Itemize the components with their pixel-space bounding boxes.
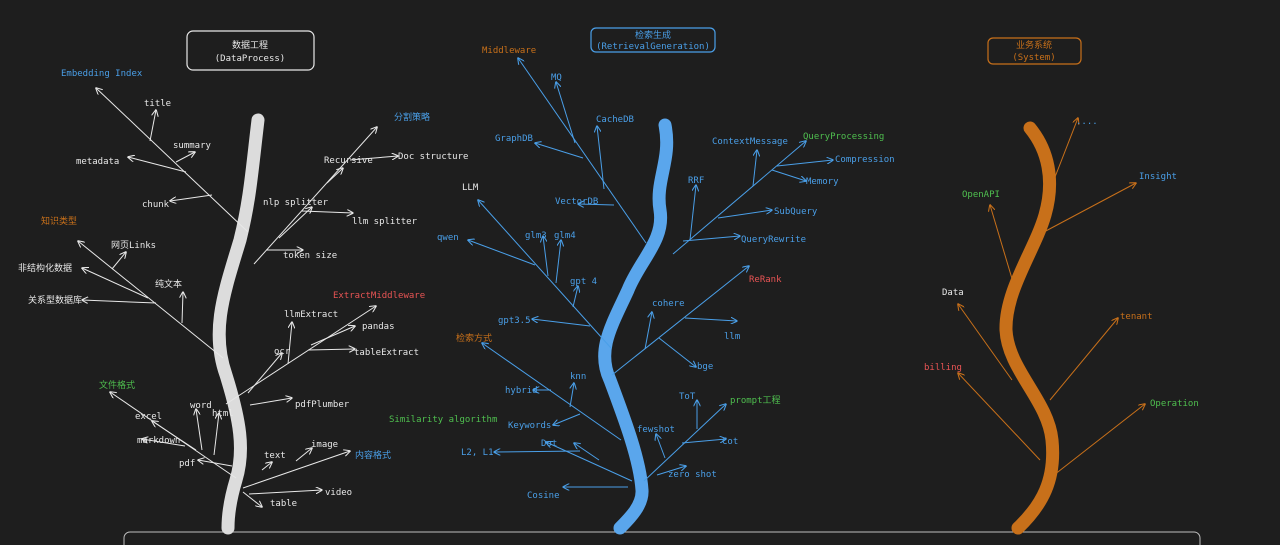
label-llm-extract: llmExtract — [284, 310, 338, 320]
label-pdfplumber: pdfPlumber — [295, 400, 350, 410]
label-metadata: metadata — [76, 157, 119, 167]
label-split-strategy: 分割策略 — [394, 111, 430, 123]
trunk-system — [999, 121, 1060, 535]
label-cosine: Cosine — [527, 491, 560, 501]
trunk-retrieval — [598, 118, 674, 535]
label-cohere: cohere — [652, 299, 685, 309]
label-billing: billing — [924, 363, 962, 373]
label-web-links: 网页Links — [111, 240, 156, 251]
label-context-message: ContextMessage — [712, 137, 788, 147]
label-glm4: glm4 — [554, 231, 576, 241]
label-cachedb: CacheDB — [596, 115, 634, 125]
label-data: Data — [942, 288, 964, 298]
label-openapi: OpenAPI — [962, 190, 1000, 200]
label-rerank: ReRank — [749, 275, 782, 285]
trunk-data-process — [212, 113, 265, 535]
label-html: html — [212, 409, 234, 419]
label-doc-structure: Doc structure — [398, 152, 468, 162]
label-excel: excel — [135, 412, 162, 422]
label-zero-shot: zero shot — [668, 470, 717, 480]
label-word: word — [190, 401, 212, 411]
label-subquery: SubQuery — [774, 207, 818, 217]
label-query-rewrite: QueryRewrite — [741, 235, 806, 245]
data-process-subtitle: (DataProcess) — [215, 54, 285, 64]
label-extract-middleware: ExtractMiddleware — [333, 291, 425, 301]
label-middleware: Middleware — [482, 46, 536, 56]
label-text: text — [264, 451, 286, 461]
bottom-panel — [123, 531, 1201, 545]
label-file-format: 文件格式 — [99, 379, 135, 391]
label-pdf: pdf — [179, 459, 195, 469]
label-gpt4: gpt 4 — [570, 277, 597, 287]
label-compression: Compression — [835, 155, 895, 165]
label-table-extract: tableExtract — [354, 348, 419, 358]
label-prompt-engineering: prompt工程 — [730, 395, 781, 406]
label-knowledge-type: 知识类型 — [41, 215, 77, 227]
label-table: table — [270, 499, 297, 509]
label-markdown: markdown — [137, 436, 180, 446]
label-tot: ToT — [679, 392, 696, 402]
label-content-format: 内容格式 — [355, 449, 391, 461]
label-rrf: RRF — [688, 176, 704, 186]
label-cot: Cot — [722, 437, 738, 447]
label-pandas: pandas — [362, 322, 395, 332]
label-recursive: Recursive — [324, 156, 373, 166]
label-title: title — [144, 99, 171, 109]
label-query-processing: QueryProcessing — [803, 132, 884, 142]
label-embedding-index: Embedding Index — [61, 69, 143, 79]
label-dot: Dot — [541, 439, 557, 449]
retrieval-title: 检索生成 — [635, 29, 671, 41]
system-tree: 业务系统 (System) .... Insight OpenAPI Data … — [924, 37, 1199, 535]
label-graphdb: GraphDB — [495, 134, 533, 144]
label-l2-l1: L2, L1 — [461, 448, 494, 458]
system-title: 业务系统 — [1016, 39, 1052, 51]
system-subtitle: (System) — [1012, 53, 1055, 63]
label-similarity-algorithm: Similarity algorithm — [389, 415, 497, 425]
label-gpt35: gpt3.5 — [498, 316, 531, 326]
data-process-title-box — [186, 30, 315, 71]
data-process-tree: 数据工程 (DataProcess) — [18, 30, 468, 535]
label-knn: knn — [570, 372, 586, 382]
label-bge: bge — [697, 362, 713, 372]
label-chunk: chunk — [142, 200, 170, 210]
label-unstructured: 非结构化数据 — [18, 262, 72, 274]
label-insight: Insight — [1139, 172, 1177, 182]
retrieval-subtitle: (RetrievalGeneration) — [596, 42, 710, 52]
label-memory: Memory — [806, 177, 839, 187]
label-nlp-splitter: nlp splitter — [263, 198, 329, 208]
label-hybrid: hybrid — [505, 386, 538, 396]
label-dots: .... — [1076, 117, 1098, 127]
label-fewshot: fewshot — [637, 425, 675, 435]
label-mq: MQ — [551, 73, 562, 83]
label-summary: summary — [173, 141, 212, 151]
retrieval-generation-tree: 检索生成 (RetrievalGeneration) — [389, 27, 895, 535]
label-token-size: token size — [283, 251, 337, 261]
system-title-box — [987, 37, 1082, 65]
data-process-title: 数据工程 — [232, 39, 268, 51]
label-vectordb: VectorDB — [555, 197, 598, 207]
label-relational-db: 关系型数据库 — [28, 294, 82, 306]
label-plain-text: 纯文本 — [155, 278, 182, 290]
label-tenant: tenant — [1120, 312, 1153, 322]
label-operation: Operation — [1150, 399, 1199, 409]
label-keywords: Keywords — [508, 421, 551, 431]
label-ocr: ocr — [274, 347, 291, 357]
retrieval-title-box — [590, 27, 716, 53]
label-glm3: glm3 — [525, 231, 547, 241]
label-image: image — [311, 440, 338, 450]
label-video: video — [325, 488, 352, 498]
label-llm: LLM — [462, 183, 479, 193]
label-llm-rerank: llm — [724, 332, 740, 342]
label-retrieval-method: 检索方式 — [456, 332, 492, 344]
label-qwen: qwen — [437, 233, 459, 243]
label-llm-splitter: llm splitter — [352, 217, 418, 227]
